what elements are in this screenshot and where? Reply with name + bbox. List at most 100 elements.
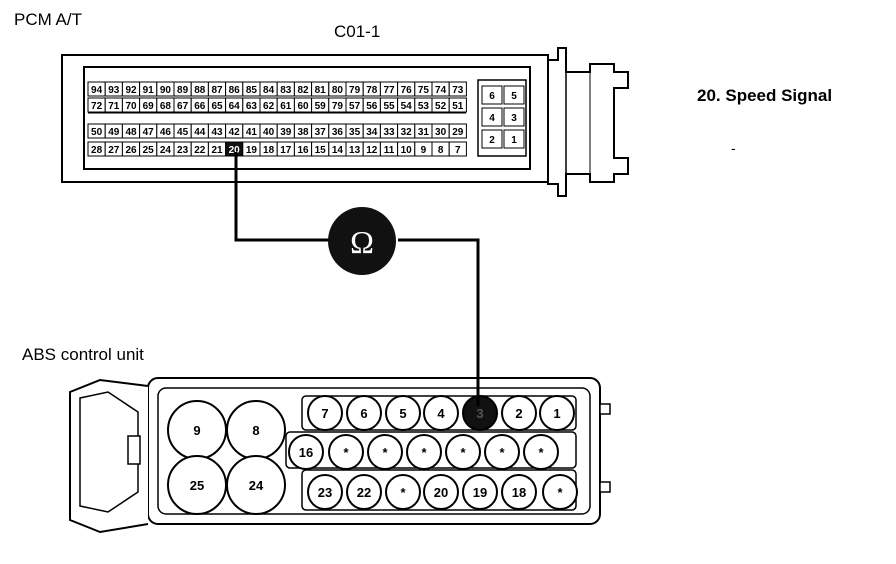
abs-pin <box>307 474 343 510</box>
abs-pin <box>501 474 537 510</box>
pcm-pin-label: 13 <box>349 145 361 156</box>
pcm-pin-label: 8 <box>438 145 444 156</box>
abs-pin <box>462 395 498 431</box>
pcm-pin-label: 69 <box>143 101 155 112</box>
abs-label: ABS control unit <box>22 345 144 364</box>
pcm-pin-label: 79 <box>349 85 361 96</box>
pcm-small-pin <box>481 85 503 105</box>
pcm-pin-label: 11 <box>384 145 395 156</box>
abs-large-pin-label: 24 <box>249 478 264 493</box>
abs-pin <box>307 395 343 431</box>
pcm-pin-label: 43 <box>211 127 223 138</box>
abs-pin-label: 20 <box>434 485 448 500</box>
abs-pin <box>288 434 324 470</box>
pcm-pin-label: 71 <box>108 101 120 112</box>
abs-pin-label: * <box>421 445 427 460</box>
abs-pin-label: * <box>382 445 388 460</box>
pcm-pin-label: 22 <box>194 145 206 156</box>
abs-pin-label: 22 <box>357 485 371 500</box>
pcm-pin-label: 93 <box>108 85 120 96</box>
pcm-pin-label: 51 <box>452 101 464 112</box>
pcm-pin-label: 27 <box>108 145 120 156</box>
pcm-pin-label: 83 <box>280 85 292 96</box>
pcm-pin-label: 81 <box>315 85 327 96</box>
abs-pin-label: 18 <box>512 485 526 500</box>
pcm-pin-label: 19 <box>246 145 258 156</box>
abs-pin <box>542 474 578 510</box>
abs-pin <box>501 395 537 431</box>
pcm-pin <box>448 141 467 157</box>
abs-pin-label: 7 <box>321 406 328 421</box>
abs-pin-label: * <box>460 445 466 460</box>
connector-label: C01-1 <box>334 22 381 41</box>
pcm-pin-label: 79 <box>332 101 344 112</box>
pcm-pin-label: 23 <box>177 145 189 156</box>
pcm-pin-label: 70 <box>125 101 137 112</box>
ohmmeter-icon: Ω <box>328 207 396 275</box>
pcm-pin-label: 10 <box>401 145 413 156</box>
abs-large-pin-label: 9 <box>193 423 200 438</box>
pcm-pin-label: 73 <box>452 85 464 96</box>
pcm-pin-label: 46 <box>160 127 172 138</box>
pcm-pin-label: 24 <box>160 145 172 156</box>
abs-large-pin-label: 8 <box>252 423 259 438</box>
pcm-pin-label: 62 <box>263 101 275 112</box>
pcm-pin-label: 50 <box>91 127 103 138</box>
pcm-pin-label: 30 <box>435 127 447 138</box>
pcm-pin-label: 9 <box>421 145 427 156</box>
abs-pin <box>385 474 421 510</box>
abs-pin-label: * <box>400 485 406 500</box>
pcm-pin <box>448 123 467 139</box>
pcm-pin-label: 14 <box>332 145 344 156</box>
abs-pin-label: 3 <box>476 406 483 421</box>
pcm-small-pin <box>503 85 525 105</box>
abs-pin-label: * <box>557 485 563 500</box>
pcm-pin-label: 94 <box>91 85 103 96</box>
pcm-pin-label: 20 <box>229 145 241 156</box>
pcm-pin-label: 42 <box>229 127 241 138</box>
pcm-pin-label: 44 <box>194 127 206 138</box>
pcm-pin-label: 75 <box>418 85 430 96</box>
abs-pin <box>346 395 382 431</box>
pcm-pin-label: 26 <box>125 145 137 156</box>
pcm-pin-label: 64 <box>229 101 241 112</box>
pcm-label: PCM A/T <box>14 10 83 29</box>
pcm-pin-label: 36 <box>332 127 344 138</box>
abs-large-pin-label: 25 <box>190 478 204 493</box>
pcm-pin-label: 18 <box>263 145 275 156</box>
abs-pin-label: 19 <box>473 485 487 500</box>
pcm-pin-label: 56 <box>366 101 378 112</box>
abs-pin-label: 5 <box>399 406 406 421</box>
dash-mark: - <box>731 140 736 156</box>
pcm-pin-label: 7 <box>455 145 461 156</box>
abs-pin <box>539 395 575 431</box>
pcm-small-pin-label: 2 <box>489 135 495 146</box>
pcm-pin-label: 68 <box>160 101 172 112</box>
pcm-pin-label: 77 <box>383 85 395 96</box>
pcm-pin-label: 16 <box>297 145 309 156</box>
pcm-pin-label: 76 <box>401 85 413 96</box>
abs-pin <box>462 474 498 510</box>
pcm-small-pin-label: 4 <box>489 113 495 124</box>
abs-pin <box>523 434 559 470</box>
pcm-pin-label: 66 <box>194 101 206 112</box>
pcm-pin-label: 21 <box>211 145 223 156</box>
pcm-pin-label: 84 <box>263 85 275 96</box>
pcm-pin-label: 29 <box>452 127 464 138</box>
pcm-pin-label: 49 <box>108 127 120 138</box>
wire-meter-to-abs <box>398 238 480 406</box>
pcm-pin-label: 87 <box>211 85 223 96</box>
abs-pin-label: * <box>538 445 544 460</box>
pcm-pin-label: 48 <box>125 127 137 138</box>
pcm-connector <box>61 47 629 197</box>
abs-pin-label: 16 <box>299 445 313 460</box>
abs-pin <box>423 474 459 510</box>
pcm-pin-label: 60 <box>297 101 309 112</box>
pcm-pin-label: 25 <box>143 145 155 156</box>
pcm-small-pin <box>481 129 503 149</box>
pcm-pin-label: 63 <box>246 101 258 112</box>
pcm-pin <box>448 81 467 97</box>
pcm-pin-label: 39 <box>280 127 292 138</box>
wire-pcm-to-meter <box>234 152 330 242</box>
